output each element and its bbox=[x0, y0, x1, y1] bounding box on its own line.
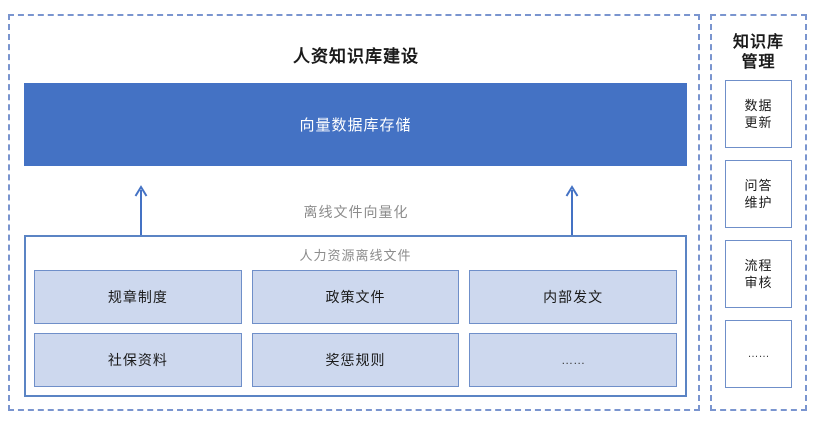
hr-offline-files-title: 人力资源离线文件 bbox=[299, 248, 412, 263]
offline-file-vectorization-label: 离线文件向量化 bbox=[303, 204, 409, 220]
file-category-cell[interactable]: 社保资料 bbox=[34, 333, 242, 387]
sidebar-item-process-review[interactable]: 流程 审核 bbox=[725, 240, 792, 308]
knowledge-base-management-panel: 知识库 管理 数据 更新 问答 维护 流程 审核 …… bbox=[710, 14, 807, 411]
vector-database-storage-block: 向量数据库存储 bbox=[24, 83, 687, 166]
file-category-cell[interactable]: 政策文件 bbox=[251, 270, 460, 324]
sidebar-title: 知识库 管理 bbox=[712, 33, 805, 73]
hr-offline-files-container: 人力资源离线文件 规章制度 政策文件 内部发文 社保资料 奖惩规则 …… bbox=[24, 235, 687, 397]
file-category-cell[interactable]: 奖惩规则 bbox=[251, 333, 460, 387]
sidebar-item-more[interactable]: …… bbox=[725, 320, 792, 388]
sidebar-title-line-1: 知识库 bbox=[732, 34, 784, 51]
sidebar-item-label-line-1: 数据 bbox=[744, 98, 773, 113]
page-title: 人资知识库建设 bbox=[293, 47, 419, 66]
file-category-grid: 规章制度 政策文件 内部发文 社保资料 奖惩规则 …… bbox=[34, 270, 677, 387]
file-category-cell-more[interactable]: …… bbox=[469, 333, 677, 387]
sidebar-item-label-line-1: …… bbox=[747, 347, 770, 360]
main-diagram-panel: 人资知识库建设 向量数据库存储 离线文件向量化 人力资源离线文件 规章制度 政策… bbox=[8, 14, 700, 411]
sidebar-item-label-line-1: 流程 bbox=[744, 258, 773, 273]
sidebar-item-label-line-2: 维护 bbox=[744, 195, 773, 210]
file-category-cell[interactable]: 规章制度 bbox=[34, 270, 242, 324]
sidebar-item-label-line-2: 更新 bbox=[744, 115, 773, 130]
sidebar-item-list: 数据 更新 问答 维护 流程 审核 …… bbox=[725, 80, 792, 400]
sidebar-item-qa-maintenance[interactable]: 问答 维护 bbox=[725, 160, 792, 228]
sidebar-item-label-line-2: 审核 bbox=[744, 275, 773, 290]
sidebar-item-data-update[interactable]: 数据 更新 bbox=[725, 80, 792, 148]
sidebar-title-line-2: 管理 bbox=[741, 54, 776, 71]
sidebar-item-label-line-1: 问答 bbox=[744, 178, 773, 193]
vector-database-storage-label: 向量数据库存储 bbox=[299, 117, 412, 134]
file-category-cell[interactable]: 内部发文 bbox=[469, 270, 677, 324]
